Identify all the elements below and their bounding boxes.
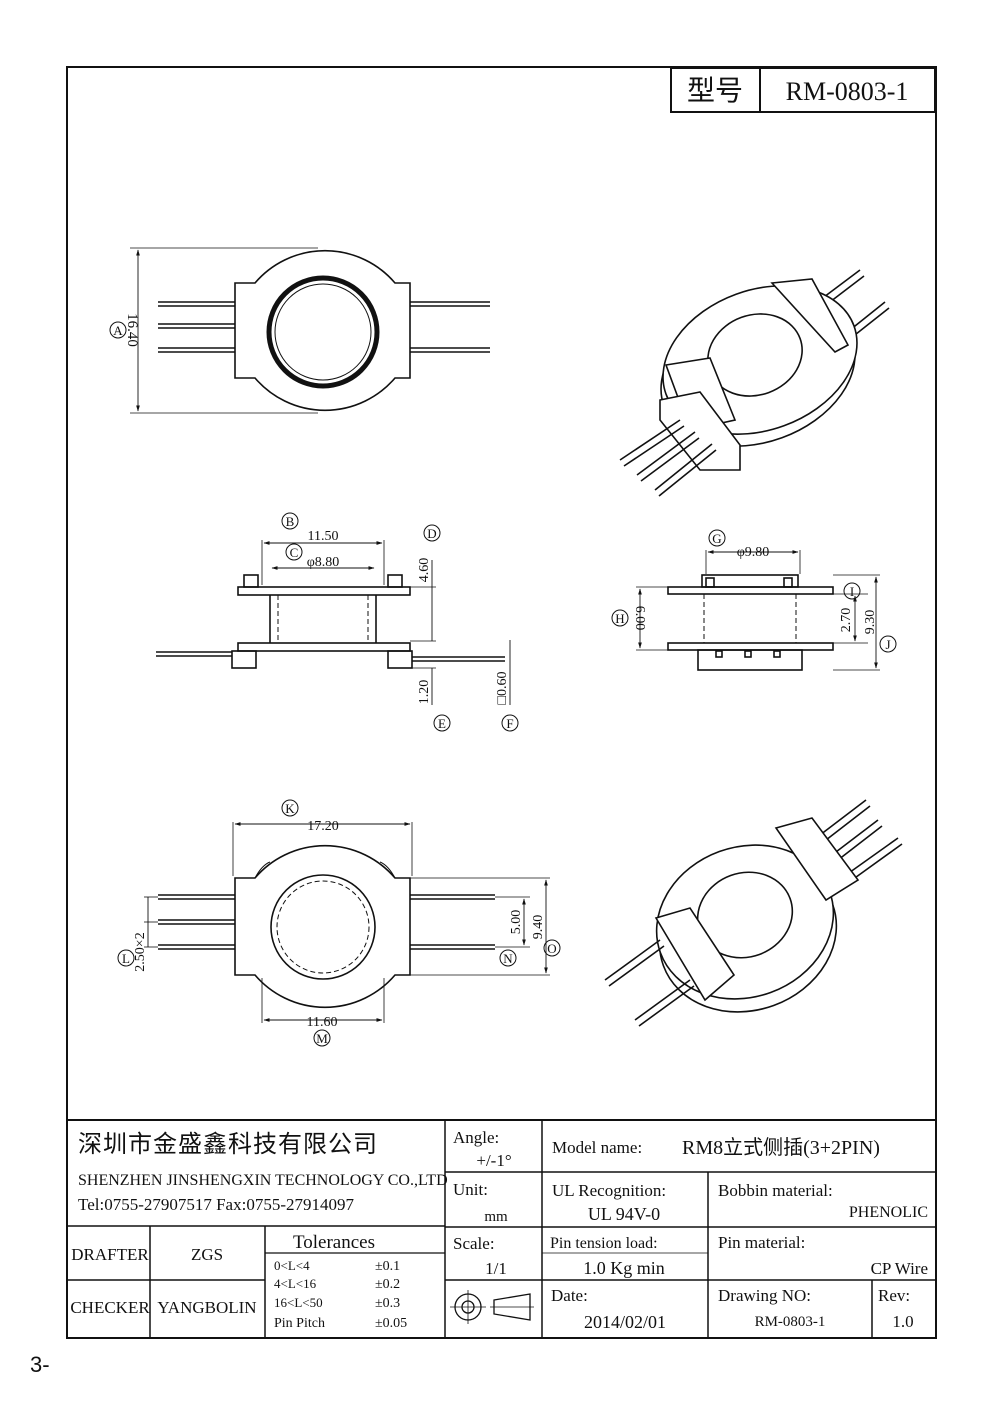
dim-D-value: 4.60: [417, 558, 432, 583]
tolerance-value: ±0.3: [375, 1296, 400, 1311]
tolerance-range: 4<L<16: [274, 1276, 317, 1291]
label-B: B: [281, 512, 299, 530]
dim-J-value: 9.30: [863, 610, 878, 635]
tolerance-value: ±0.1: [375, 1259, 400, 1274]
side-view: [636, 550, 880, 671]
svg-text:D: D: [427, 526, 436, 541]
pin-tension-label: Pin tension load:: [550, 1235, 658, 1252]
drafter-value: ZGS: [191, 1245, 223, 1264]
pin-material-label: Pin material:: [718, 1233, 805, 1252]
label-D: D: [423, 524, 441, 542]
label-I: I: [843, 582, 861, 600]
circled-letters: A B C D E F G H I J K L M N O: [109, 321, 897, 1047]
svg-text:F: F: [506, 716, 513, 731]
svg-text:L: L: [122, 951, 130, 966]
date-label: Date:: [551, 1286, 588, 1305]
dim-I-value: 2.70: [839, 608, 854, 633]
svg-text:J: J: [885, 637, 890, 652]
dim-O-value: 9.40: [531, 915, 546, 940]
company-contact: Tel:0755-27907517 Fax:0755-27914097: [78, 1195, 354, 1214]
model-box-value: RM-0803-1: [786, 77, 909, 106]
company-name-en: SHENZHEN JINSHENGXIN TECHNOLOGY CO.,LTD: [78, 1172, 448, 1189]
svg-text:K: K: [285, 801, 295, 816]
unit-label: Unit:: [453, 1180, 488, 1199]
dim-A-value: 16.40: [124, 313, 140, 347]
date-value: 2014/02/01: [584, 1312, 666, 1332]
rev-label: Rev:: [878, 1286, 910, 1305]
svg-text:M: M: [316, 1031, 328, 1046]
svg-text:O: O: [547, 941, 556, 956]
title-block: [66, 1119, 937, 1337]
svg-text:I: I: [850, 584, 854, 599]
label-E: E: [433, 714, 451, 732]
tolerance-range: 16<L<50: [274, 1295, 323, 1310]
svg-text:C: C: [290, 545, 299, 560]
tolerance-value: ±0.2: [375, 1277, 400, 1292]
model-name-value: RM8立式侧插(3+2PIN): [682, 1136, 880, 1159]
svg-text:H: H: [615, 611, 624, 626]
model-box: 型号 RM-0803-1: [670, 67, 936, 113]
bottom-view: [144, 822, 550, 1023]
label-L: L: [117, 949, 135, 967]
tolerances-title: Tolerances: [293, 1232, 375, 1253]
company-name-cn: 深圳市金盛鑫科技有限公司: [78, 1131, 378, 1158]
tolerance-range: 0<L<4: [274, 1258, 310, 1273]
ul-value: UL 94V-0: [588, 1204, 660, 1224]
model-name-label: Model name:: [552, 1138, 642, 1157]
drawing-no-value: RM-0803-1: [755, 1314, 826, 1330]
dim-K-value: 17.20: [307, 819, 339, 834]
dim-C-value: φ8.80: [307, 555, 340, 570]
checker-value: YANGBOLIN: [157, 1298, 256, 1317]
top-view: [130, 247, 490, 414]
dim-E-value: 1.20: [417, 680, 432, 705]
dim-G-value: φ9.80: [737, 545, 770, 560]
dim-F-value: □0.60: [495, 672, 510, 705]
dim-B-value: 11.50: [308, 529, 339, 544]
drawing-frame: [66, 66, 937, 1339]
label-A: A: [109, 321, 127, 339]
angle-value: +/-1°: [476, 1151, 511, 1170]
drafter-label: DRAFTER: [71, 1245, 149, 1264]
dim-M-value: 11.60: [307, 1015, 338, 1030]
svg-text:G: G: [712, 531, 721, 546]
dim-L-value: 2.50×2: [133, 932, 148, 971]
front-view: [156, 540, 511, 705]
scale-label: Scale:: [453, 1234, 495, 1253]
model-box-label: 型号: [687, 75, 743, 107]
scale-value: 1/1: [485, 1259, 507, 1278]
label-F: F: [501, 714, 519, 732]
label-O: O: [543, 939, 561, 957]
label-G: G: [708, 529, 726, 547]
svg-text:E: E: [438, 716, 446, 731]
ul-label: UL Recognition:: [552, 1181, 666, 1200]
label-N: N: [499, 949, 517, 967]
drawing-no-label: Drawing NO:: [718, 1286, 811, 1305]
label-M: M: [313, 1029, 331, 1047]
angle-label: Angle:: [453, 1128, 499, 1147]
label-H: H: [611, 609, 629, 627]
page-number: 3-: [30, 1352, 50, 1377]
isometric-view-2: [604, 799, 903, 1027]
dim-N-value: 5.00: [509, 910, 524, 935]
label-K: K: [281, 799, 299, 817]
label-J: J: [879, 635, 897, 653]
tolerance-value: ±0.05: [375, 1316, 407, 1331]
pin-tension-value: 1.0 Kg min: [583, 1258, 665, 1278]
pin-material-value: CP Wire: [871, 1259, 928, 1278]
isometric-view-1: [619, 269, 890, 497]
tolerance-range: Pin Pitch: [274, 1316, 325, 1331]
label-C: C: [285, 543, 303, 561]
svg-text:A: A: [113, 323, 123, 338]
svg-text:B: B: [286, 514, 295, 529]
unit-value: mm: [484, 1209, 508, 1225]
svg-text:N: N: [503, 951, 513, 966]
checker-label: CHECKER: [70, 1298, 150, 1317]
dim-H-value: 6.00: [632, 606, 647, 631]
bobbin-label: Bobbin material:: [718, 1181, 833, 1200]
rev-value: 1.0: [892, 1312, 913, 1331]
bobbin-value: PHENOLIC: [849, 1204, 928, 1221]
